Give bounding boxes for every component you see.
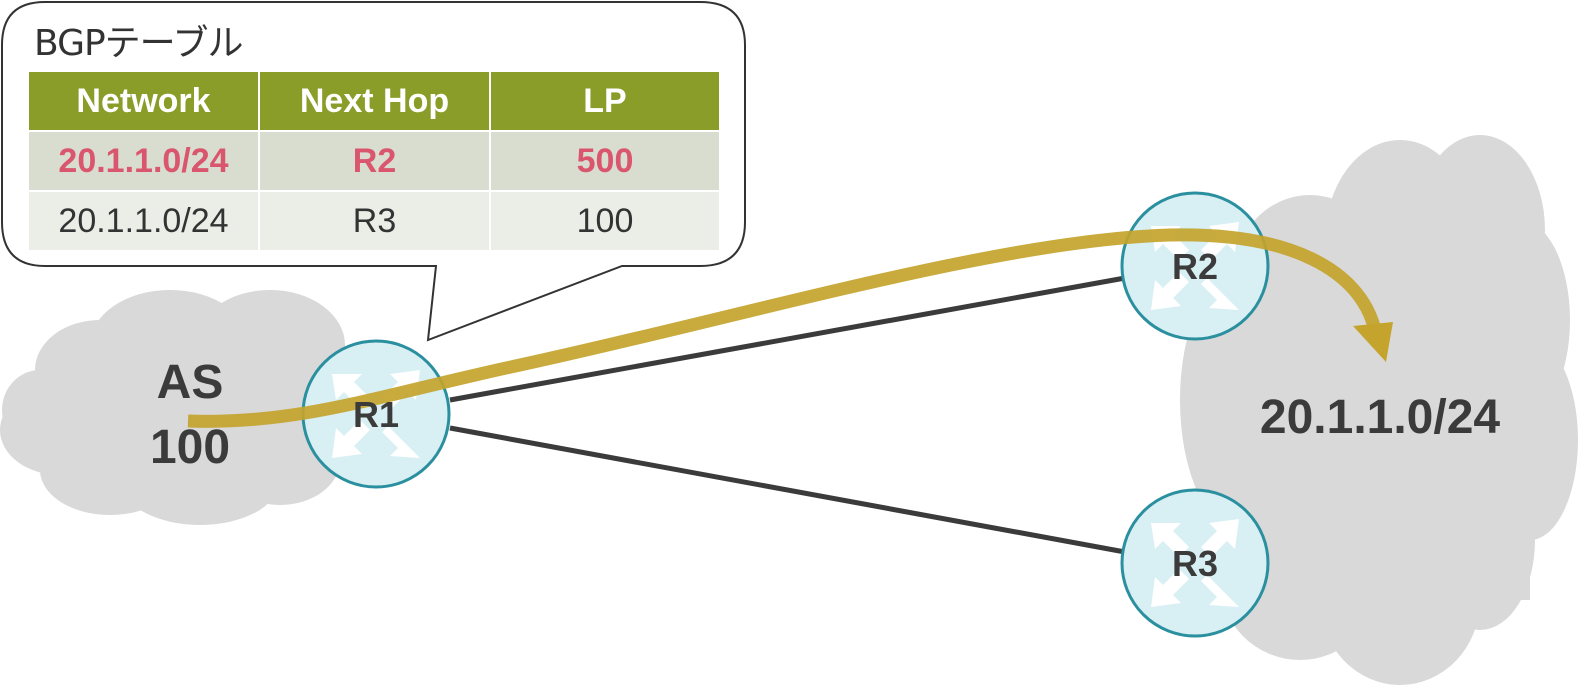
cell-lp: 100 bbox=[489, 190, 721, 252]
router-r3-label: R3 bbox=[1171, 543, 1219, 584]
link-r1-r2 bbox=[449, 275, 1126, 403]
header-lp: LP bbox=[489, 70, 721, 132]
as-label-line1: AS bbox=[156, 356, 224, 409]
cell-network: 20.1.1.0/24 bbox=[27, 130, 260, 192]
link-r1-r3 bbox=[449, 425, 1126, 555]
table-row-best: 20.1.1.0/24 R2 500 bbox=[27, 130, 721, 192]
bgp-table: Network Next Hop LP 20.1.1.0/24 R2 500 2… bbox=[27, 70, 721, 252]
header-next-hop: Next Hop bbox=[258, 70, 491, 132]
router-r1-label: R1 bbox=[352, 394, 400, 435]
as-label-line2: 100 bbox=[149, 421, 231, 474]
router-r3[interactable] bbox=[1120, 488, 1270, 638]
bgp-table-title: BGPテーブル bbox=[34, 23, 244, 64]
bgp-table-header: Network Next Hop LP bbox=[27, 70, 721, 132]
cell-next-hop: R2 bbox=[258, 130, 491, 192]
cell-lp: 500 bbox=[489, 130, 721, 192]
table-row: 20.1.1.0/24 R3 100 bbox=[27, 190, 721, 252]
header-network: Network bbox=[27, 70, 260, 132]
destination-network-label: 20.1.1.0/24 bbox=[1259, 391, 1501, 444]
as-cloud bbox=[0, 290, 345, 525]
router-r2-label: R2 bbox=[1171, 246, 1219, 287]
best-path-arrow bbox=[187, 228, 1393, 428]
cell-network: 20.1.1.0/24 bbox=[27, 190, 260, 252]
cell-next-hop: R3 bbox=[258, 190, 491, 252]
